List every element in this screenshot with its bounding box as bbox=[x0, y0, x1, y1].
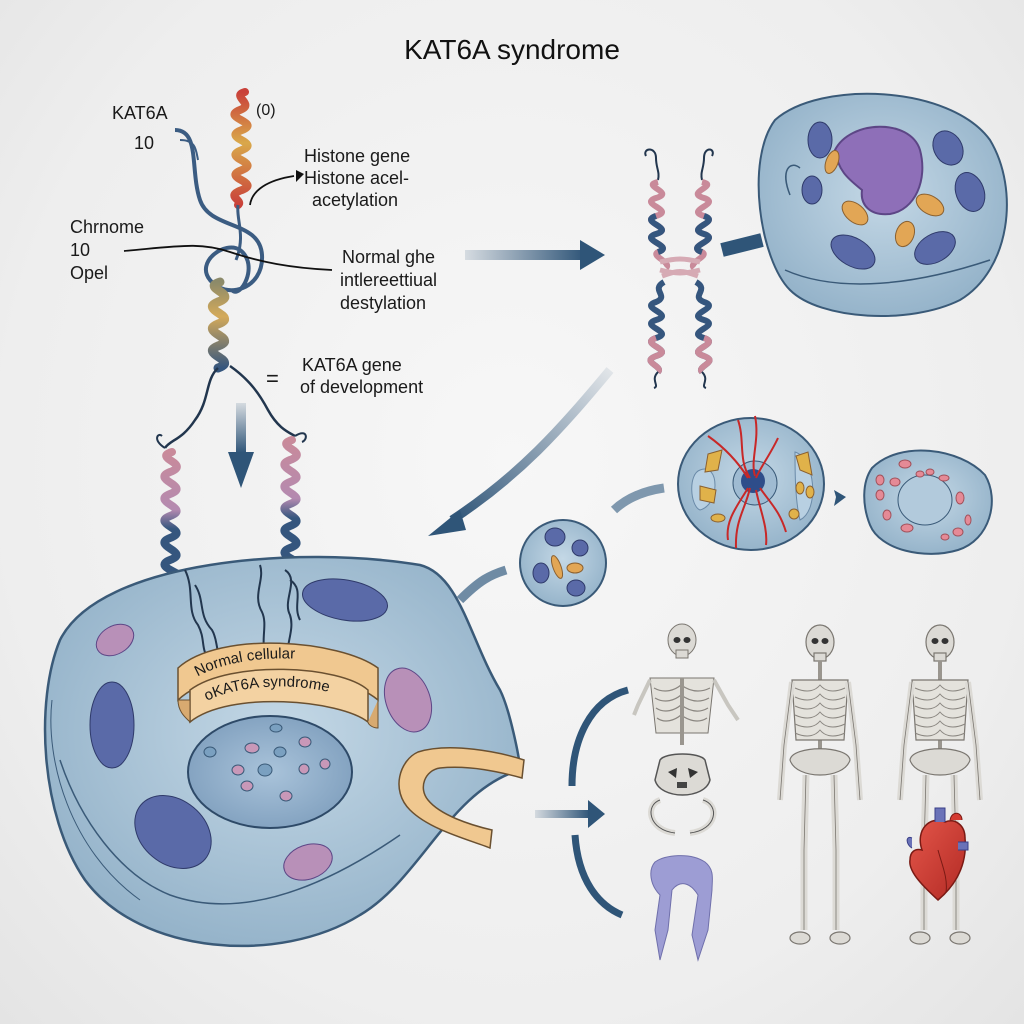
dna-helix-icon bbox=[156, 88, 307, 584]
helix-loop-strand bbox=[174, 128, 265, 294]
connector-small-cell bbox=[456, 565, 508, 604]
arrow-diagonal-head bbox=[428, 510, 466, 536]
arrow-small-right bbox=[834, 490, 846, 506]
helix-fork-left bbox=[163, 367, 219, 449]
leader-arrowhead bbox=[296, 170, 304, 182]
cell-icon-large bbox=[43, 555, 525, 948]
nucleus-purple bbox=[833, 125, 924, 216]
bracket-upper bbox=[568, 686, 630, 787]
arrow-right-shaft bbox=[465, 250, 585, 260]
label-histone-2: Histone acel- bbox=[304, 168, 410, 188]
label-gene-dev-symbol: = bbox=[266, 366, 279, 391]
skeleton-icon-partial bbox=[632, 623, 740, 962]
leader-line-kat6a bbox=[179, 139, 199, 161]
helix-coil-middle bbox=[207, 277, 230, 373]
label-chromosome-3: Opel bbox=[70, 263, 109, 283]
leader-line-histone bbox=[249, 175, 295, 206]
helix-connector bbox=[234, 204, 242, 261]
skull-icon bbox=[654, 753, 711, 796]
spindle-fibers bbox=[707, 415, 787, 549]
heart-icon bbox=[906, 807, 969, 901]
bracket-lower bbox=[571, 834, 624, 919]
cell-icon-differentiated bbox=[863, 449, 993, 555]
banner: Normal cellular oKAT6A syndrome bbox=[177, 642, 379, 729]
skeleton-group bbox=[777, 624, 983, 945]
cell-icon bbox=[757, 92, 1008, 318]
helix-coil-lower-left bbox=[160, 448, 185, 584]
label-normal-1: Normal ghe bbox=[342, 247, 436, 267]
connector-mitosis bbox=[610, 483, 665, 514]
chromosome-icon bbox=[644, 148, 714, 389]
helix-fork-right bbox=[229, 364, 296, 438]
membrane-fold bbox=[398, 747, 525, 850]
arrow-diagonal-shaft bbox=[449, 367, 614, 524]
label-kat6a: KAT6A bbox=[112, 103, 168, 123]
label-normal-3: destylation bbox=[340, 293, 427, 313]
arrow-phenotype-head bbox=[588, 800, 605, 828]
label-gene-dev-1: KAT6A gene bbox=[302, 355, 402, 375]
leader-line-chromosome bbox=[123, 244, 333, 271]
arrow-down-shaft bbox=[236, 403, 246, 453]
label-kat6a-number: 10 bbox=[134, 133, 155, 153]
label-gene-dev-2: of development bbox=[300, 377, 424, 397]
helix-coil-lower-right bbox=[280, 436, 305, 574]
page-title: KAT6A syndrome bbox=[404, 34, 620, 65]
cell-icon-small bbox=[519, 519, 607, 607]
arrow-down-head bbox=[228, 452, 254, 488]
label-paren-zero: (0) bbox=[256, 102, 276, 119]
label-chromosome-2: 10 bbox=[70, 240, 91, 260]
helix-coil-top bbox=[230, 88, 252, 209]
label-chromosome-1: Chrnome bbox=[70, 217, 145, 237]
pelvis-bones-purple bbox=[650, 855, 713, 962]
arrow-right-head bbox=[580, 240, 605, 270]
centromere bbox=[659, 256, 701, 279]
skeleton-icon bbox=[897, 624, 983, 945]
arrow-phenotype-shaft bbox=[535, 810, 590, 818]
label-histone-1: Histone gene bbox=[304, 146, 411, 166]
cell-icon-mitosis bbox=[677, 415, 825, 551]
skeleton-icon bbox=[777, 624, 863, 945]
label-histone-3: acetylation bbox=[312, 190, 399, 210]
arrow-icon bbox=[228, 233, 846, 919]
connector-chromosome-cell bbox=[720, 233, 764, 257]
label-normal-2: intlereettiual bbox=[340, 270, 438, 290]
